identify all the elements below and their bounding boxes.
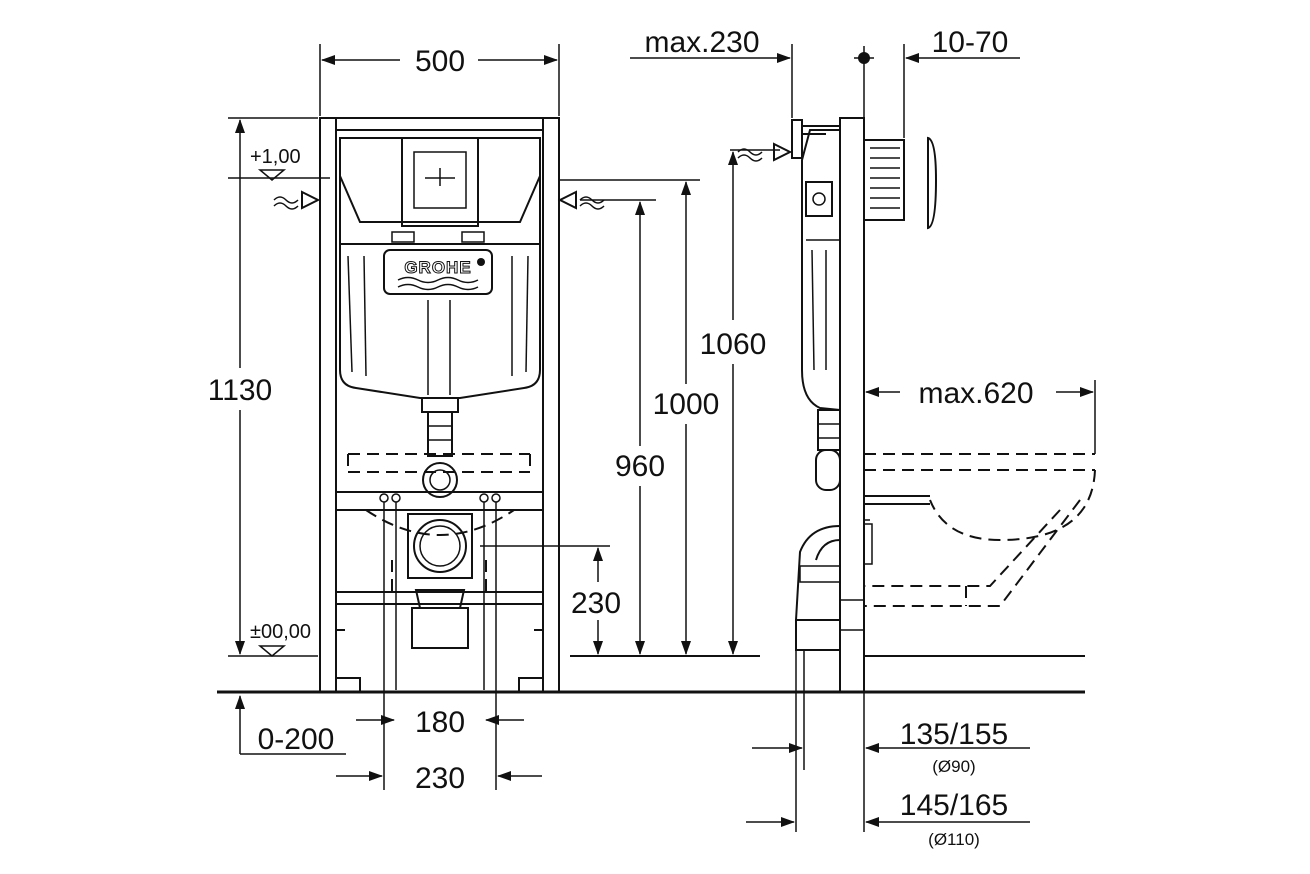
height-230: 230 — [571, 587, 621, 620]
spacing-230: 230 — [415, 762, 465, 795]
max-620-label: max.620 — [918, 377, 1033, 410]
brand-plate — [383, 249, 493, 295]
flush-plate — [927, 136, 938, 230]
actuator-housing — [863, 139, 905, 221]
side-view: max.230 10-70 max.620 135/155 (Ø90) 145/… — [630, 26, 1096, 849]
toilet-bowl-outline — [347, 453, 531, 592]
flush-plate-opening — [401, 137, 479, 227]
height-dimension: 1130 — [208, 374, 273, 407]
drain-connection — [379, 493, 501, 690]
height-1060: 1060 — [700, 328, 767, 361]
cistern: GROHE — [339, 137, 541, 498]
water-inlet-left — [273, 190, 321, 210]
side-toilet-outline — [863, 453, 1096, 607]
d-145-165-label: 145/165 — [900, 789, 1008, 822]
frame — [319, 117, 560, 693]
frame-profile — [839, 117, 865, 693]
d-90-label: (Ø90) — [932, 757, 975, 776]
level-top-label: +1,00 — [250, 146, 301, 168]
front-view: GROHE — [208, 44, 1085, 795]
offset-0-200: 0-200 — [258, 723, 335, 756]
brand-logo: GROHE — [404, 258, 471, 277]
spacing-180: 180 — [415, 706, 465, 739]
depth-10-70-label: 10-70 — [932, 26, 1009, 59]
d-110-label: (Ø110) — [928, 830, 980, 849]
level-zero-label: ±00,00 — [250, 621, 311, 643]
max-230-label: max.230 — [644, 26, 759, 59]
d-135-155-label: 135/155 — [900, 718, 1008, 751]
width-dimension: 500 — [415, 45, 465, 78]
height-1000: 1000 — [653, 388, 720, 421]
height-960: 960 — [615, 450, 665, 483]
